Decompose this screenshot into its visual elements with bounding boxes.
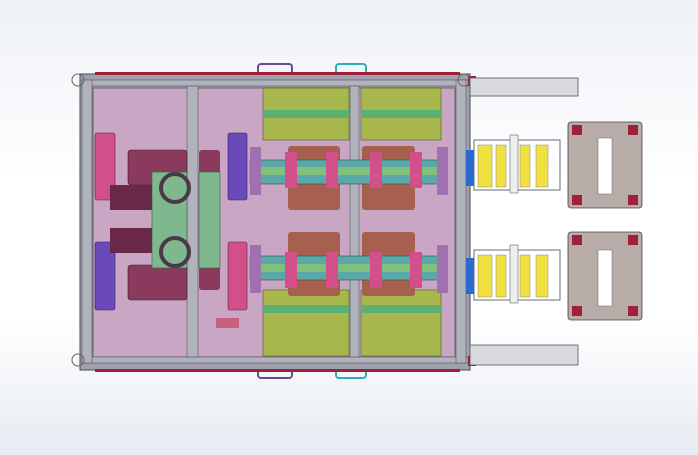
mid-bracket-pink[interactable]: [227, 241, 248, 311]
side-bracket: [437, 147, 448, 195]
green-mount-plate[interactable]: [151, 171, 188, 269]
center-green-plate[interactable]: [198, 171, 221, 269]
bench-top-stripe: [361, 110, 441, 118]
frame-divider-2: [349, 85, 360, 358]
bench-bottom: [360, 289, 442, 357]
frame-beam-bottom: [81, 356, 469, 364]
side-bracket: [437, 245, 448, 293]
fixture-plate-top[interactable]: [567, 121, 643, 209]
frame-beam-top: [81, 79, 469, 87]
outfeed-rail-top[interactable]: [469, 77, 579, 97]
outfeed-rail-bottom[interactable]: [469, 344, 579, 366]
bench-bottom: [262, 289, 350, 357]
handwheel-icon[interactable]: [159, 172, 191, 204]
small-block: [216, 318, 239, 328]
bench-bottom-stripe: [361, 305, 441, 313]
left-bracket-pink[interactable]: [94, 132, 116, 201]
frame-post-left: [81, 79, 93, 364]
side-bracket: [250, 245, 261, 293]
mid-bracket-purple[interactable]: [227, 132, 248, 201]
frame-divider-1: [186, 85, 199, 358]
rail-bottom-inner: [250, 264, 446, 272]
bench-top-stripe: [263, 110, 349, 118]
roller-unit-top[interactable]: [466, 134, 561, 194]
frame-post-right: [455, 79, 467, 364]
drive-bar-top: [110, 185, 155, 210]
caster-icon: [71, 353, 85, 367]
left-bracket-purple[interactable]: [94, 241, 116, 311]
handwheel-icon[interactable]: [159, 236, 191, 268]
frame-bottom-red-strip: [95, 369, 460, 372]
rail-top-inner: [250, 167, 446, 175]
side-bracket: [250, 147, 261, 195]
slider-carriages: [285, 152, 422, 288]
caster-icon: [71, 73, 85, 87]
motor-bottom[interactable]: [127, 264, 188, 301]
drive-bar-bottom: [110, 228, 155, 253]
roller-unit-bottom[interactable]: [466, 244, 561, 304]
frame-top-red-strip: [95, 72, 460, 75]
fixture-plate-bottom[interactable]: [567, 231, 643, 321]
bench-bottom-stripe: [263, 305, 349, 313]
